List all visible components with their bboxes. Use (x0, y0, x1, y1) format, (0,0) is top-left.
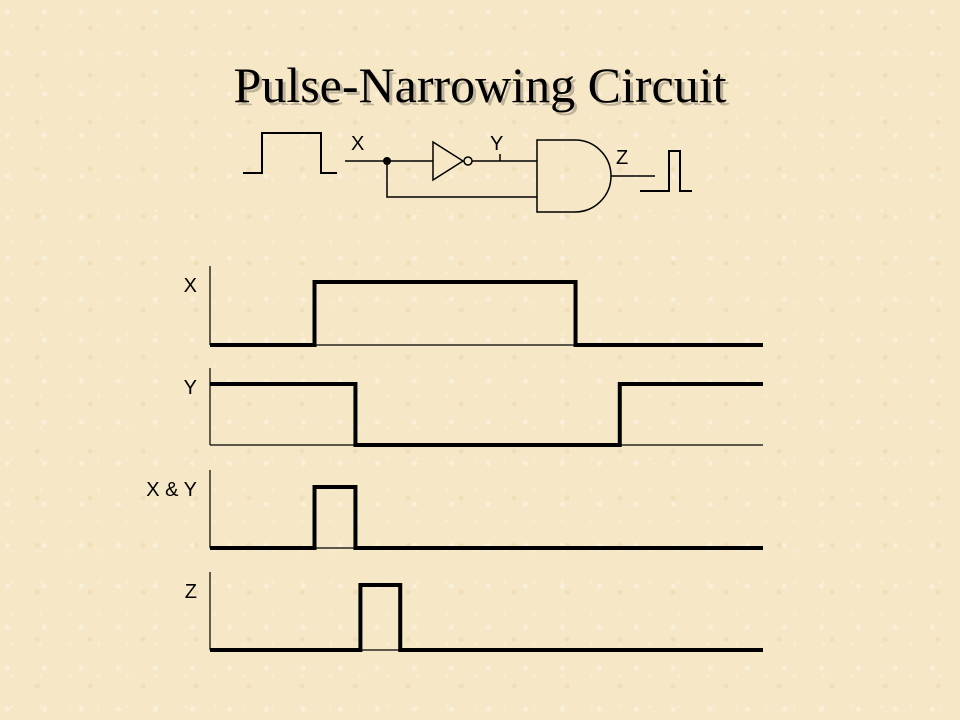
signal-label: Y (184, 377, 197, 399)
circuit-schematic (243, 132, 692, 213)
waveform-x-y (210, 485, 763, 550)
waveform-y (210, 382, 763, 447)
input-pulse-symbol (243, 132, 337, 174)
waveform-x (210, 280, 763, 347)
waveform-z (210, 583, 763, 652)
circuit-label-x: X (351, 133, 364, 155)
signal-label: X (184, 275, 197, 297)
inverter-symbol (432, 140, 465, 182)
circuit-label-z: Z (616, 147, 628, 169)
slide-title-shadow: Pulse-Narrowing Circuit (236, 60, 730, 116)
and-gate-symbol (536, 139, 612, 213)
wire-x-branch (386, 161, 537, 198)
timing-diagram: X Y X & Y Z (146, 266, 763, 652)
output-pulse-symbol (640, 150, 692, 192)
inverter-bubble (463, 156, 473, 166)
circuit-label-y: Y (490, 133, 503, 155)
signal-label: X & Y (146, 479, 197, 501)
signal-label: Z (185, 581, 197, 603)
slide-title: Pulse-Narrowing Circuit (233, 57, 727, 113)
